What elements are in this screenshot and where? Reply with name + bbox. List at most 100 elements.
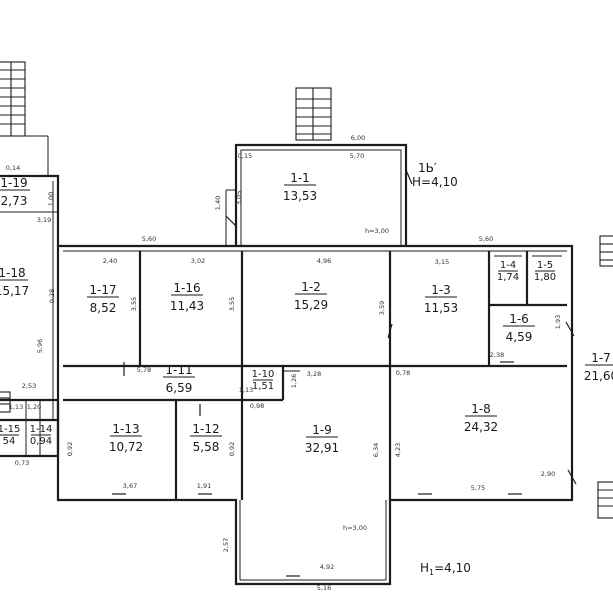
dimension-label: 5,60 — [479, 235, 493, 243]
room-area: 2,73 — [1, 194, 28, 208]
room-label-1-14: 1-140,94 — [30, 424, 53, 447]
stair-bottom-left — [0, 391, 11, 413]
room-number: 1-1 — [290, 171, 310, 185]
room-number: 1-19 — [0, 176, 27, 190]
dimension-label: 3,02 — [191, 257, 205, 265]
dimension-label: 0,92 — [228, 442, 236, 456]
dimension-label: h=3,00 — [365, 227, 389, 235]
dimension-label: 0,98 — [250, 402, 264, 410]
room-label-1-8: 1-8 24,32 — [464, 402, 498, 434]
dimension-label: 1,20 — [27, 403, 41, 411]
dimension-label: 1,40 — [214, 196, 222, 210]
stair-left — [0, 61, 49, 176]
dimension-label: 1,93 — [554, 315, 562, 329]
dimension-label: 3,67 — [123, 482, 137, 490]
dimension-label: 3,55 — [130, 297, 138, 311]
dimension-label: 3,05 — [235, 191, 243, 205]
dimension-label: 1,91 — [197, 482, 211, 490]
dimension-label: 3,59 — [378, 301, 386, 315]
room-area: 13,53 — [283, 189, 317, 203]
note-height-top: H=4,10 — [412, 175, 458, 189]
note-height-bottom: H1=4,10 — [420, 561, 471, 577]
dimension-label: h=3,00 — [343, 524, 367, 532]
dimension-label: 3,55 — [228, 297, 236, 311]
dimension-label: 1,13 — [239, 386, 253, 394]
room-area: 1,80 — [534, 272, 556, 283]
dimension-label: 1,26 — [290, 374, 298, 388]
room-label-1-18: 1-18 15,17 — [0, 266, 29, 298]
note-letter-top: 1Ь′ — [418, 161, 437, 175]
room-number: 1-5 — [537, 260, 553, 271]
room-number: 1-8 — [471, 402, 491, 416]
room-area: 1,51 — [252, 381, 274, 392]
room-number: 1-15 — [0, 424, 20, 435]
dimension-label: 5,16 — [317, 584, 331, 592]
room-area: 11,43 — [170, 299, 204, 313]
dimension-label: 1,00 — [47, 192, 55, 206]
dimension-label: 0,92 — [66, 442, 74, 456]
room-number: 1-7 — [591, 351, 611, 365]
dimension-label: 3,15 — [435, 258, 449, 266]
note-height-bottom-value: =4,10 — [434, 561, 471, 575]
room-area: 15,17 — [0, 284, 29, 298]
dimension-label: 2,38 — [490, 351, 504, 359]
room-area: 10,72 — [109, 440, 143, 454]
room-area: 21,60 — [584, 369, 613, 383]
room-area: 5,58 — [193, 440, 220, 454]
room-number: 1-2 — [301, 280, 321, 294]
dimension-label: 0,28 — [48, 289, 56, 303]
note-height-bottom-sub: 1 — [429, 568, 434, 577]
height-notes: 1Ь′ H=4,10 H1=4,10 — [412, 161, 471, 577]
room-number: 1-10 — [252, 369, 275, 380]
dimension-label: 5,96 — [36, 339, 44, 353]
room-label-1-4: 1-41,74 — [497, 260, 519, 283]
dimension-label: 3,19 — [37, 216, 51, 224]
room-number: 1-16 — [173, 281, 200, 295]
room-label-1-2: 1-2 15,29 — [294, 280, 328, 312]
room-label-1-13: 1-13 10,72 — [109, 422, 143, 454]
room-area: 8,52 — [90, 301, 117, 315]
room-area: 0,94 — [30, 436, 52, 447]
room-number: 1-18 — [0, 266, 26, 280]
dimension-label: 5,75 — [471, 484, 485, 492]
room-number: 1-6 — [509, 312, 529, 326]
room-label-1-17: 1-17 8,52 — [87, 283, 119, 315]
room-label-1-3: 1-311,53 — [424, 283, 458, 315]
room-number: 1-13 — [112, 422, 139, 436]
dimension-label: 2,53 — [22, 382, 36, 390]
dimension-label: 5,70 — [350, 152, 364, 160]
room-number: 1-4 — [500, 260, 516, 271]
room-label-1-16: 1-16 11,43 — [170, 281, 204, 313]
dimension-label: 6,34 — [372, 443, 380, 457]
openings — [112, 169, 577, 577]
room-area: 32,91 — [305, 441, 339, 455]
room-area: 15,29 — [294, 298, 328, 312]
dimension-label: 0,15 — [238, 152, 252, 160]
dimension-label: 6,00 — [351, 134, 365, 142]
room-number: 1-11 — [165, 363, 192, 377]
dimension-label: 0,78 — [396, 369, 410, 377]
dimension-label: 4,23 — [394, 443, 402, 457]
note-height-bottom-letter: H — [420, 561, 429, 575]
room-label-1-19: 1-19 2,73 — [0, 176, 30, 208]
room-labels: 1-113,531-215,291-311,531-41,741-51,801-… — [0, 171, 613, 455]
dimension-label: 2,40 — [103, 257, 117, 265]
room-label-1-5: 1-51,80 — [534, 260, 556, 283]
stair-top — [295, 87, 332, 141]
dimension-label: 1,13 — [9, 403, 23, 411]
room-number: 1-17 — [89, 283, 116, 297]
room-number: 1-3 — [431, 283, 451, 297]
room-area: 24,32 — [464, 420, 498, 434]
room-label-1-9: 1-9 32,91 — [305, 423, 339, 455]
room-label-1-12: 1-125,58 — [190, 422, 222, 454]
dimension-label: 3,28 — [307, 370, 321, 378]
room-area: 4,59 — [506, 330, 533, 344]
room-label-1-7: 1-7 21,60 — [584, 351, 613, 383]
room-number: 1-9 — [312, 423, 332, 437]
dimension-label: 0,73 — [15, 459, 29, 467]
room-number: 1-14 — [30, 424, 53, 435]
room-label-1-10: 1-101,51 — [252, 369, 275, 392]
